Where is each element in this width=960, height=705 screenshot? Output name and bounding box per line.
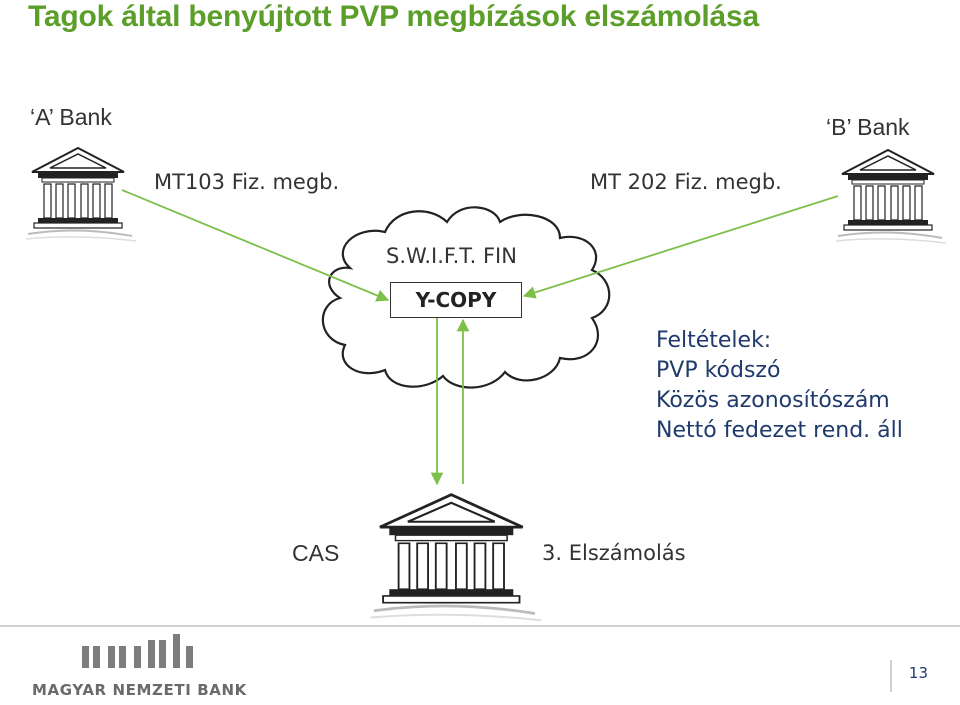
message-b-label: MT 202 Fiz. megb. — [590, 170, 782, 194]
footer-logo-text: MAGYAR NEMZETI BANK — [32, 681, 247, 699]
page-number: 13 — [890, 660, 950, 692]
condition-item: Közös azonosítószám — [656, 386, 903, 416]
mnb-logo-bars-icon — [82, 634, 193, 668]
bank-a-label: ‘A’ Bank — [30, 104, 112, 131]
message-a-label: MT103 Fiz. megb. — [154, 170, 339, 194]
central-bank-icon — [371, 495, 542, 621]
condition-item: PVP kódszó — [656, 356, 903, 386]
conditions-list: Feltételek: PVP kódszó Közös azonosítósz… — [656, 326, 903, 446]
ycopy-box: Y-COPY — [390, 282, 522, 318]
bank-a-icon — [26, 148, 136, 241]
cas-label: CAS — [292, 540, 339, 567]
footer-divider — [0, 625, 960, 627]
conditions-heading: Feltételek: — [656, 326, 903, 356]
bank-b-icon — [836, 150, 946, 243]
settlement-step-label: 3. Elszámolás — [542, 541, 686, 565]
bank-b-label: ‘B’ Bank — [826, 114, 910, 141]
network-name-label: S.W.I.F.T. FIN — [386, 244, 517, 268]
condition-item: Nettó fedezet rend. áll — [656, 416, 903, 446]
